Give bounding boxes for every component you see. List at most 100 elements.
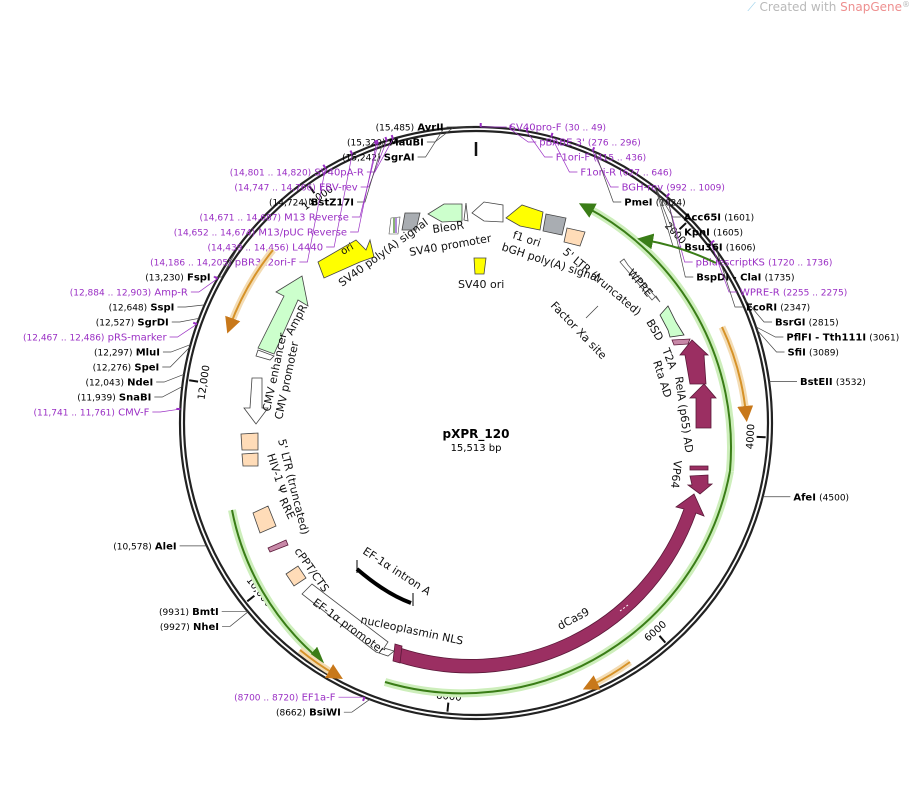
snapgene-watermark: ⟋ Created with SnapGene® xyxy=(747,0,910,14)
f1-ori-feature[interactable] xyxy=(506,205,543,230)
site-position: (14,186 .. 14,205) xyxy=(150,259,231,269)
vp64-feature[interactable] xyxy=(688,475,712,494)
site-name: Amp-R xyxy=(154,288,188,299)
site-bsteii[interactable]: BstEII (3532) xyxy=(769,377,866,388)
site-label: (14,439 .. 14,456) L4440 xyxy=(207,243,323,254)
site-leader-line xyxy=(344,699,370,712)
site-position: (2255 .. 2275) xyxy=(783,289,847,299)
site-leader-line xyxy=(172,318,199,322)
site-position: (276 .. 296) xyxy=(588,139,641,149)
ltr-left-feature[interactable] xyxy=(241,433,258,450)
site-label: F1ori-F (415 .. 436) xyxy=(556,153,647,164)
site-name: AvrII xyxy=(417,123,443,134)
site-name: BsiWI xyxy=(309,708,341,719)
site-pflfi-tth111i[interactable]: PflFI - Tth111I (3061) xyxy=(756,327,899,344)
site-label: (14,671 .. 14,687) M13 Reverse xyxy=(200,213,349,224)
site-label: (9927) NheI xyxy=(160,622,219,633)
sv40-promoter-feature[interactable] xyxy=(472,202,503,222)
site-name: F1ori-R xyxy=(580,168,616,179)
site-position: (1606) xyxy=(726,244,756,254)
primer-mark xyxy=(385,137,386,141)
vp64-linker-feature xyxy=(690,466,708,470)
feature-label-bsd: BSD xyxy=(643,317,666,343)
site-name: BstEII xyxy=(800,377,833,388)
sv40-ori-small-feature xyxy=(464,203,468,221)
dcas9-feature[interactable] xyxy=(398,494,704,673)
site-name: EBV-rev xyxy=(319,183,358,194)
site-afei[interactable]: AfeI (4500) xyxy=(763,492,849,503)
site-label: (9931) BmtI xyxy=(159,607,219,618)
site-position: (15,320) xyxy=(347,139,386,149)
site-label: (12,276) SpeI xyxy=(93,363,160,374)
site-position: (9927) xyxy=(160,623,190,633)
plasmid-size: 15,513 bp xyxy=(451,443,502,454)
site-name: MluI xyxy=(136,348,160,359)
site-alei[interactable]: (10,578) AleI xyxy=(113,541,206,552)
site-label: BspDI - ClaI (1735) xyxy=(696,273,794,284)
site-leader-line xyxy=(154,387,182,397)
site-label: (14,747 .. 14,766) EBV-rev xyxy=(234,183,357,194)
feature-label-factor-xa: Factor Xa site xyxy=(548,299,609,362)
site-sgrdi[interactable]: (12,527) SgrDI xyxy=(96,318,199,329)
site-label: PflFI - Tth111I (3061) xyxy=(786,333,899,344)
bgh-polya-feature[interactable] xyxy=(543,214,566,235)
site-sspi[interactable]: (12,648) SspI xyxy=(109,303,205,314)
site-name: MauBI xyxy=(389,138,424,149)
t2a-feature[interactable] xyxy=(672,339,690,345)
site-label: pBluescriptKS (1720 .. 1736) xyxy=(696,258,833,269)
site-label: Bsu36I (1606) xyxy=(684,243,755,254)
site-position: (12,276) xyxy=(93,364,132,374)
site-position: (8700 .. 8720) xyxy=(234,694,298,704)
site-ndei[interactable]: (12,043) NdeI xyxy=(85,374,184,388)
site-label: BstEII (3532) xyxy=(800,377,866,388)
site-name: F1ori-F xyxy=(556,153,591,164)
feature-label-sv40-ori: SV40 ori xyxy=(458,278,504,291)
site-snabi[interactable]: (11,939) SnaBI xyxy=(77,387,182,404)
site-name: KpnI xyxy=(684,228,710,239)
site-label: (14,724) BstZ17I xyxy=(269,198,354,209)
site-position: (14,652 .. 14,674) xyxy=(174,229,255,239)
watermark-leaf-icon: ⟋ xyxy=(747,0,759,14)
site-label: (13,230) FspI xyxy=(145,273,210,284)
site-position: (1720 .. 1736) xyxy=(768,259,832,269)
site-position: (15,485) xyxy=(376,124,415,134)
site-position: (3061) xyxy=(869,334,899,344)
hiv1-psi-feature[interactable] xyxy=(242,453,258,466)
primer-mark xyxy=(667,194,670,197)
site-name: SgrDI xyxy=(137,318,168,329)
site-position: (11,741 .. 11,761) xyxy=(33,409,114,419)
ltr-top-feature[interactable] xyxy=(564,228,585,246)
nucleoplasmin-nls-feature[interactable] xyxy=(393,644,402,663)
sv40-ori-feature[interactable] xyxy=(474,258,486,274)
site-label: KpnI (1605) xyxy=(684,228,743,239)
watermark-registered: ® xyxy=(902,0,910,9)
site-leader-line xyxy=(222,612,248,627)
site-label: (8700 .. 8720) EF1a-F xyxy=(234,693,336,704)
site-cmv-f[interactable]: (11,741 .. 11,761) CMV-F xyxy=(33,408,180,419)
tick-label: 12,000 xyxy=(196,364,212,400)
site-position: (4500) xyxy=(819,493,849,503)
site-position: (415 .. 436) xyxy=(593,154,646,164)
primer-mark xyxy=(363,697,365,701)
site-position: (11,939) xyxy=(77,394,116,404)
site-label: AfeI (4500) xyxy=(793,492,849,503)
site-label: (10,578) AleI xyxy=(113,541,176,552)
primer-mark xyxy=(375,141,376,145)
site-name: SnaBI xyxy=(119,393,151,404)
rre-feature[interactable] xyxy=(253,506,276,533)
site-label: (12,648) SspI xyxy=(109,303,175,314)
site-label: SfiI (3089) xyxy=(787,348,838,359)
site-name: SspI xyxy=(150,303,174,314)
site-position: (1601) xyxy=(724,214,754,224)
site-position: (8662) xyxy=(276,709,306,719)
site-bmti[interactable]: (9931) BmtI xyxy=(159,607,248,618)
site-ef1a-f[interactable]: (8700 .. 8720) EF1a-F xyxy=(234,693,364,704)
site-position: (12,884 .. 12,903) xyxy=(70,289,151,299)
site-label: (12,297) MluI xyxy=(94,348,160,359)
rela-p65-ad-feature[interactable] xyxy=(690,384,716,428)
primer-mark xyxy=(392,135,393,139)
site-mlui[interactable]: (12,297) MluI xyxy=(94,345,191,359)
site-name: Acc65I xyxy=(684,213,721,224)
feature-label-ef1a-intron: EF-1α intron A xyxy=(360,545,433,599)
site-label: (14,186 .. 14,205) pBR322ori-F xyxy=(150,258,297,269)
